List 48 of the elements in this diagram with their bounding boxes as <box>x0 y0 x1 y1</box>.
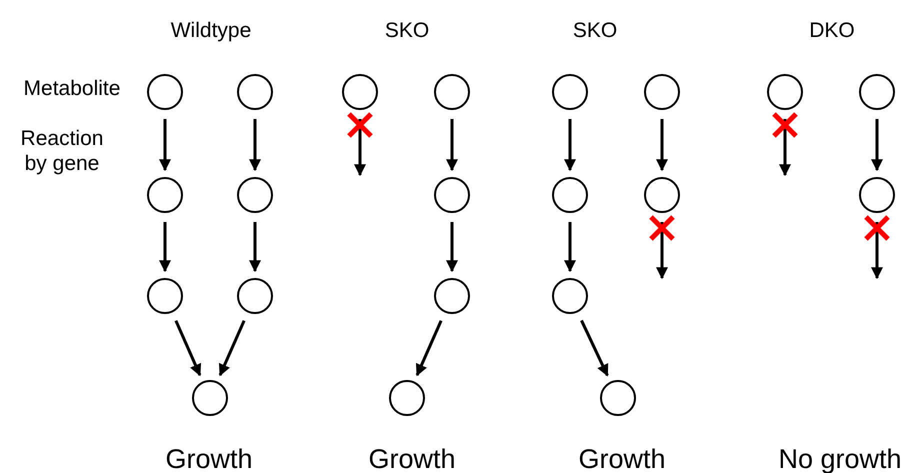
circle-node <box>434 278 470 314</box>
panel-title: SKO <box>384 18 430 44</box>
row-label: Reaction by gene <box>20 126 104 176</box>
circle-node <box>389 380 425 416</box>
arrow <box>871 119 883 172</box>
circle-node <box>237 74 273 110</box>
arrow <box>446 222 458 272</box>
outcome-label: Growth <box>578 443 666 473</box>
arrow <box>416 320 442 376</box>
circle-node <box>237 177 273 213</box>
panel-title: DKO <box>809 18 855 44</box>
outcome-label: Growth <box>165 443 253 473</box>
arrow <box>218 320 246 376</box>
circle-node <box>859 177 895 213</box>
circle-node <box>434 74 470 110</box>
circle-node <box>434 177 470 213</box>
circle-node <box>859 74 895 110</box>
arrow <box>656 222 668 280</box>
arrow <box>656 119 668 172</box>
arrow <box>249 222 261 272</box>
arrow <box>174 320 202 376</box>
arrow <box>159 119 171 172</box>
arrow <box>354 119 366 176</box>
circle-node <box>767 74 803 110</box>
circle-node <box>342 74 378 110</box>
circle-node <box>552 177 588 213</box>
circle-node <box>237 278 273 314</box>
arrow <box>580 320 609 376</box>
row-label: Metabolite <box>24 76 120 102</box>
circle-node <box>552 278 588 314</box>
arrow <box>871 222 883 280</box>
arrow <box>779 119 791 176</box>
arrow <box>564 119 576 172</box>
arrow <box>446 119 458 172</box>
circle-node <box>192 380 228 416</box>
circle-node <box>147 177 183 213</box>
circle-node <box>552 74 588 110</box>
panel-title: SKO <box>572 18 618 44</box>
arrow <box>159 222 171 272</box>
circle-node <box>600 380 636 416</box>
panel-title: Wildtype <box>170 18 252 44</box>
outcome-label: Growth <box>368 443 456 473</box>
arrow <box>249 119 261 172</box>
circle-node <box>644 177 680 213</box>
circle-node <box>147 74 183 110</box>
arrow <box>564 222 576 272</box>
circle-node <box>147 278 183 314</box>
circle-node <box>644 74 680 110</box>
